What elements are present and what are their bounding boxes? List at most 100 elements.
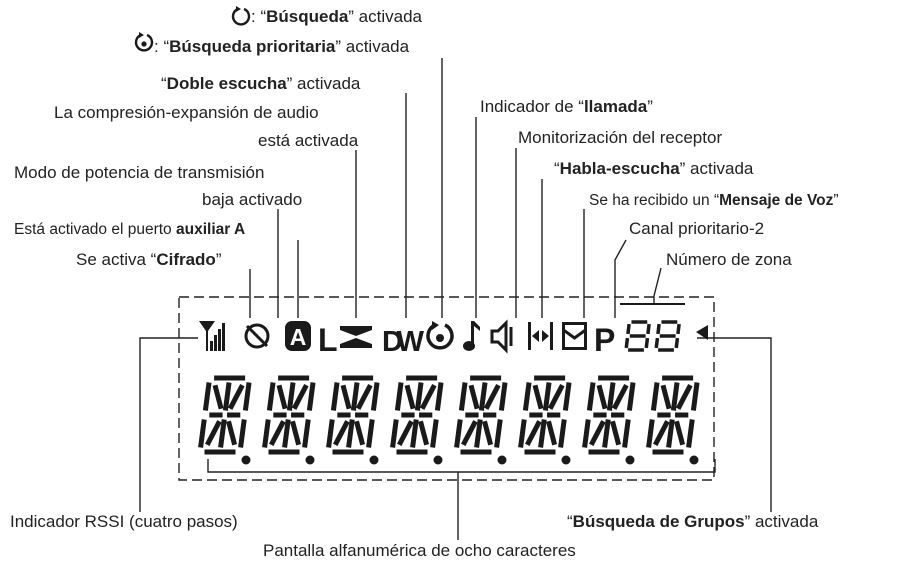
segment-a xyxy=(406,375,438,381)
segment-c xyxy=(430,419,439,448)
decimal-point xyxy=(561,455,571,465)
segment-e xyxy=(198,419,207,448)
segment-n xyxy=(461,420,478,446)
priority-2-label: Canal prioritario-2 xyxy=(629,219,764,238)
alphanumeric-display xyxy=(198,375,700,465)
segment-b xyxy=(434,382,444,411)
segment-j xyxy=(350,382,360,411)
segment-f xyxy=(266,382,276,411)
segment-j xyxy=(414,382,424,411)
dual-watch-label: “Doble escucha” activada xyxy=(161,74,361,93)
segment-l xyxy=(290,420,302,446)
segment-d xyxy=(204,449,236,455)
character-cell xyxy=(198,375,252,455)
segment-n xyxy=(205,420,222,446)
segment-k xyxy=(547,384,565,410)
segment-g2 xyxy=(483,412,497,418)
zone-number-label: Número de zona xyxy=(666,250,792,269)
lcd-frame xyxy=(178,296,715,481)
segment-n xyxy=(333,420,350,446)
zone-digit xyxy=(654,320,681,352)
segment-d xyxy=(628,348,644,352)
segment-n xyxy=(589,420,606,446)
segment-e xyxy=(654,337,660,349)
segment-d xyxy=(652,449,684,455)
segment-g1 xyxy=(337,412,351,418)
monitor-label: Monitorización del receptor xyxy=(518,128,722,147)
segment-m xyxy=(218,419,227,448)
decimal-point xyxy=(369,455,379,465)
segment-g2 xyxy=(227,412,241,418)
segment-d xyxy=(524,449,556,455)
companding-label-line1: La compresión-expansión de audio xyxy=(54,103,319,122)
segment-g2 xyxy=(547,412,561,418)
low-power-label-line1: Modo de potencia de transmisión xyxy=(14,163,264,182)
segment-c xyxy=(558,419,567,448)
segment-b xyxy=(306,382,316,411)
segment-f xyxy=(458,382,468,411)
segment-k xyxy=(419,384,437,410)
encryption-icon xyxy=(244,323,270,349)
segment-k xyxy=(355,384,373,410)
companding-label-line2: está activada xyxy=(258,131,359,150)
talkaround-label: “Habla-escucha” activada xyxy=(554,159,754,178)
segment-b xyxy=(676,323,681,335)
segment-d xyxy=(658,348,674,352)
segment-n xyxy=(525,420,542,446)
talkgroup-scan-label: “Búsqueda de Grupos” activada xyxy=(567,512,819,531)
segment-m xyxy=(346,419,355,448)
segment-g2 xyxy=(355,412,369,418)
segment-f xyxy=(522,382,532,411)
segment-c xyxy=(674,337,680,349)
segment-d xyxy=(460,449,492,455)
segment-f xyxy=(586,382,596,411)
segment-h xyxy=(596,384,608,410)
character-cell xyxy=(390,375,444,455)
signal-strength-icon xyxy=(199,321,225,351)
segment-f xyxy=(330,382,340,411)
segment-m xyxy=(282,419,291,448)
segment-h xyxy=(404,384,416,410)
segment-a xyxy=(342,375,374,381)
decimal-point xyxy=(625,455,635,465)
character-cell xyxy=(326,375,380,455)
segment-b xyxy=(498,382,508,411)
decimal-point xyxy=(241,455,251,465)
segment-f xyxy=(394,382,404,411)
character-cell xyxy=(582,375,636,455)
segment-g1 xyxy=(209,412,223,418)
segment-a xyxy=(470,375,502,381)
segment-h xyxy=(340,384,352,410)
zone-bracket xyxy=(620,303,685,305)
rssi-label: Indicador RSSI (cuatro pasos) xyxy=(10,512,238,531)
segment-c xyxy=(644,337,650,349)
segment-k xyxy=(611,384,629,410)
call-note-icon xyxy=(463,321,480,351)
decimal-point xyxy=(433,455,443,465)
segment-g1 xyxy=(273,412,287,418)
segment-e xyxy=(262,419,271,448)
voice-message-icon xyxy=(562,322,587,350)
segment-a xyxy=(631,320,648,324)
priority-scan-label: : “Búsqueda prioritaria” activada xyxy=(134,32,410,56)
segment-n xyxy=(269,420,286,446)
segment-c xyxy=(686,419,695,448)
segment-a xyxy=(214,375,246,381)
segment-h xyxy=(276,384,288,410)
segment-l xyxy=(482,420,494,446)
segment-j xyxy=(222,382,232,411)
segment-l xyxy=(546,420,558,446)
segment-b xyxy=(370,382,380,411)
segment-c xyxy=(494,419,503,448)
segment-g xyxy=(659,334,676,338)
low-power-label-line2: baja activado xyxy=(202,190,302,209)
segment-l xyxy=(674,420,686,446)
frame-gap xyxy=(620,303,685,310)
segment-e xyxy=(624,337,630,349)
segment-c xyxy=(302,419,311,448)
companding-icon xyxy=(340,326,372,348)
scan-label: : “Búsqueda” activada xyxy=(231,6,423,26)
monitor-speaker-icon xyxy=(490,319,513,354)
